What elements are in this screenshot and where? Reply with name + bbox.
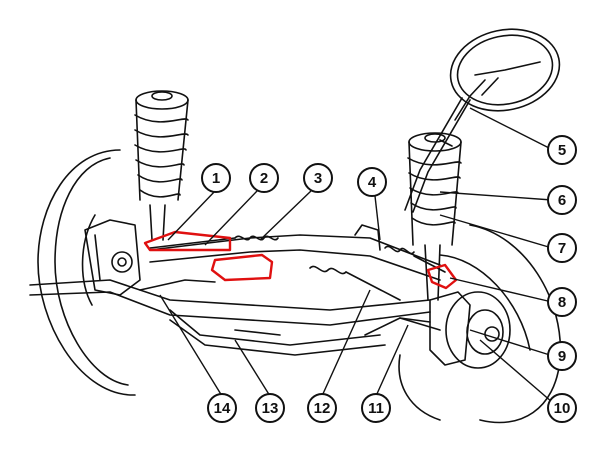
callout-circle xyxy=(547,135,577,165)
drive-shaft xyxy=(309,265,401,301)
leader-11 xyxy=(375,324,409,397)
leader-3 xyxy=(259,189,313,241)
callout-13: 13 xyxy=(255,393,285,423)
leader-13 xyxy=(234,339,271,397)
leader-5 xyxy=(469,107,554,151)
callout-3: 3 xyxy=(303,163,333,193)
leader-12 xyxy=(321,289,371,397)
callout-4: 4 xyxy=(357,167,387,197)
callout-number: 10 xyxy=(554,400,571,417)
leader-9 xyxy=(469,329,554,357)
left-hub xyxy=(84,219,141,296)
callout-number: 14 xyxy=(214,400,231,417)
highlight-right-tie-rod-end xyxy=(426,263,458,290)
callout-circle xyxy=(547,185,577,215)
callout-circle xyxy=(361,393,391,423)
callout-number: 4 xyxy=(368,174,377,191)
callout-7: 7 xyxy=(547,233,577,263)
callout-circle xyxy=(249,163,279,193)
callout-circle xyxy=(547,341,577,371)
callout-circle xyxy=(547,287,577,317)
callout-6: 6 xyxy=(547,185,577,215)
subframe xyxy=(29,279,431,356)
callout-circle xyxy=(207,393,237,423)
callout-number: 5 xyxy=(558,142,566,159)
callout-number: 3 xyxy=(314,170,322,187)
right-wheel xyxy=(398,224,562,424)
leader-7 xyxy=(439,214,553,249)
callout-number: 9 xyxy=(558,348,566,365)
callout-number: 12 xyxy=(314,400,331,417)
callout-circle xyxy=(547,393,577,423)
callout-circle xyxy=(255,393,285,423)
callout-number: 7 xyxy=(558,240,566,257)
callout-8: 8 xyxy=(547,287,577,317)
callout-number: 6 xyxy=(558,192,566,209)
steering-wheel xyxy=(449,28,561,121)
callout-11: 11 xyxy=(361,393,391,423)
callout-10: 10 xyxy=(547,393,577,423)
highlight-rack-boot xyxy=(210,253,274,282)
callout-circle xyxy=(307,393,337,423)
leader-8 xyxy=(449,277,553,303)
leader-2 xyxy=(204,189,259,246)
callout-1: 1 xyxy=(201,163,231,193)
left-wheel xyxy=(37,149,136,396)
callout-number: 1 xyxy=(212,170,220,187)
callout-14: 14 xyxy=(207,393,237,423)
callout-number: 8 xyxy=(558,294,566,311)
callout-circle xyxy=(357,167,387,197)
callout-circle xyxy=(303,163,333,193)
callout-9: 9 xyxy=(547,341,577,371)
left-strut xyxy=(134,90,189,241)
callout-2: 2 xyxy=(249,163,279,193)
callout-circle xyxy=(201,163,231,193)
callout-number: 2 xyxy=(260,170,268,187)
lower-control-arms xyxy=(139,279,441,336)
leader-6 xyxy=(439,191,553,201)
callout-number: 13 xyxy=(262,400,279,417)
steering-rack xyxy=(149,224,441,281)
leader-14 xyxy=(159,294,223,397)
leader-10 xyxy=(479,339,553,403)
callout-12: 12 xyxy=(307,393,337,423)
callout-number: 11 xyxy=(368,400,384,417)
leader-1 xyxy=(167,189,217,241)
leader-4 xyxy=(374,195,381,241)
callout-5: 5 xyxy=(547,135,577,165)
tie-rods xyxy=(149,237,446,273)
right-strut xyxy=(407,132,462,301)
callout-circle xyxy=(547,233,577,263)
